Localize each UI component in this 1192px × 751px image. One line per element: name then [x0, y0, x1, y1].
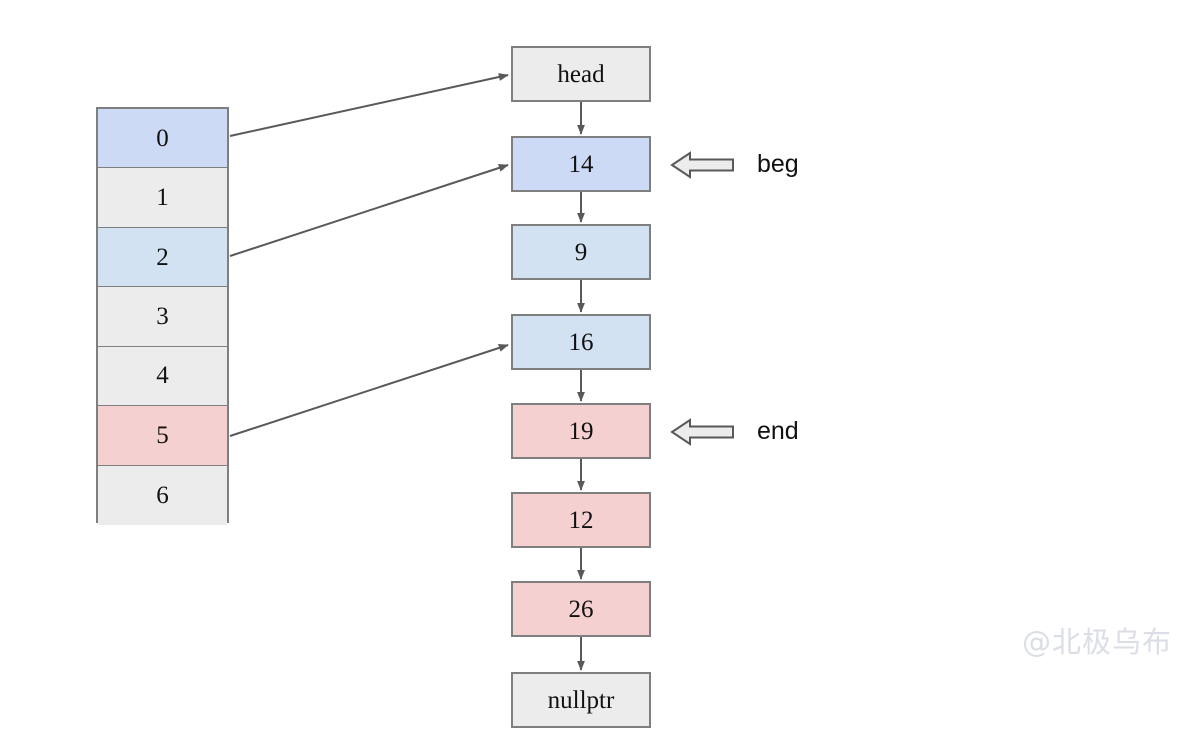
connector-cell5-to-16	[229, 344, 509, 437]
node-label: 26	[568, 595, 594, 623]
array-cell-label: 2	[156, 243, 169, 271]
node-label: 16	[568, 328, 594, 356]
connector-cell0-to-head	[229, 73, 509, 137]
array-cell-1[interactable]: 1	[98, 168, 227, 228]
index-array: 0 1 2 3 4 5 6	[96, 107, 229, 525]
array-cell-label: 0	[156, 124, 169, 152]
array-cell-label: 5	[156, 421, 169, 449]
list-node-19[interactable]: 19	[511, 403, 651, 459]
beg-block-arrow-icon	[670, 151, 734, 179]
array-cell-4[interactable]: 4	[98, 346, 227, 407]
list-node-26[interactable]: 26	[511, 581, 651, 637]
end-block-arrow-icon	[670, 418, 734, 446]
array-cell-label: 1	[156, 184, 169, 212]
node-label: 14	[568, 150, 594, 178]
array-cell-5[interactable]: 5	[98, 406, 227, 466]
node-label: 19	[568, 417, 594, 445]
pointer-block-arrows	[670, 151, 734, 446]
list-node-head[interactable]: head	[511, 46, 651, 102]
list-node-nullptr[interactable]: nullptr	[511, 672, 651, 728]
pointer-label-end: end	[757, 417, 799, 445]
list-node-14[interactable]: 14	[511, 136, 651, 192]
watermark: @北极乌布	[1021, 625, 1172, 659]
list-node-9[interactable]: 9	[511, 224, 651, 280]
list-node-16[interactable]: 16	[511, 314, 651, 370]
node-label: 12	[568, 506, 594, 534]
array-to-list-connectors	[229, 73, 509, 437]
array-cell-2[interactable]: 2	[98, 227, 227, 288]
array-cell-0[interactable]: 0	[98, 109, 227, 169]
node-label: head	[557, 60, 605, 88]
node-label: 9	[574, 238, 588, 266]
pointer-label-beg: beg	[757, 150, 799, 178]
array-cell-label: 6	[156, 481, 169, 509]
connector-cell2-to-14	[229, 164, 509, 257]
list-node-12[interactable]: 12	[511, 492, 651, 548]
array-cell-3[interactable]: 3	[98, 287, 227, 347]
array-cell-label: 3	[156, 302, 169, 330]
array-cell-label: 4	[156, 362, 169, 390]
array-cell-6[interactable]: 6	[98, 465, 227, 525]
node-label: nullptr	[547, 686, 615, 714]
